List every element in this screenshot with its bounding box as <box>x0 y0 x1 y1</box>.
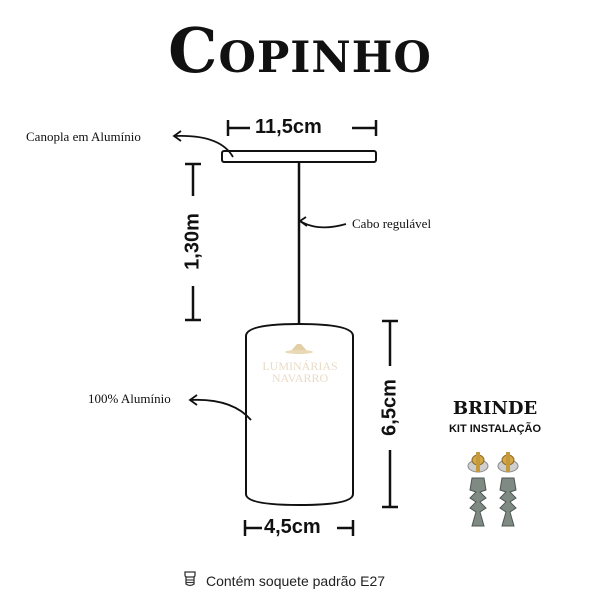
installation-kit-icon <box>467 452 519 527</box>
bonus-title: BRINDE <box>452 398 538 419</box>
screw-icon <box>467 452 489 473</box>
pointer-arrow-canopla <box>172 130 234 158</box>
cable-length-label: 1,30m <box>181 213 204 270</box>
page-title: Copinho <box>168 14 432 87</box>
bonus-subtitle: KIT INSTALAÇÃO <box>448 423 542 435</box>
cabo-label: Cabo regulável <box>352 216 432 231</box>
shade <box>245 322 354 507</box>
watermark-line2: NAVARRO <box>271 371 329 385</box>
bonus-box: BRINDE KIT INSTALAÇÃO <box>440 398 550 435</box>
canopla-label: Canopla em Alumínio <box>26 129 141 144</box>
shade-height-label: 6,5cm <box>378 379 401 436</box>
pointer-arrow-cabo <box>298 216 347 229</box>
cable-length-dimension <box>185 162 201 322</box>
shade-height-dimension <box>382 319 398 509</box>
canopla-width-label: 11,5cm <box>255 116 322 138</box>
brand-watermark: LUMINÁRIAS NAVARRO <box>246 360 354 384</box>
watermark-line1: LUMINÁRIAS <box>262 359 338 373</box>
canopla <box>221 150 377 163</box>
wall-plug-icon <box>469 477 487 527</box>
shade-width-dimension <box>243 520 355 536</box>
wall-plug-icon <box>499 477 517 527</box>
pointer-arrow-aluminio <box>188 394 252 421</box>
shade-width-label: 4,5cm <box>264 516 321 538</box>
screw-icon <box>497 452 519 473</box>
footer-note: Contém soquete padrão E27 <box>182 570 385 591</box>
aluminio-label: 100% Alumínio <box>88 391 171 406</box>
canopla-width-dimension <box>226 120 378 136</box>
footer-text: Contém soquete padrão E27 <box>206 572 386 589</box>
socket-icon <box>182 570 198 591</box>
bulb-icon <box>285 344 313 354</box>
